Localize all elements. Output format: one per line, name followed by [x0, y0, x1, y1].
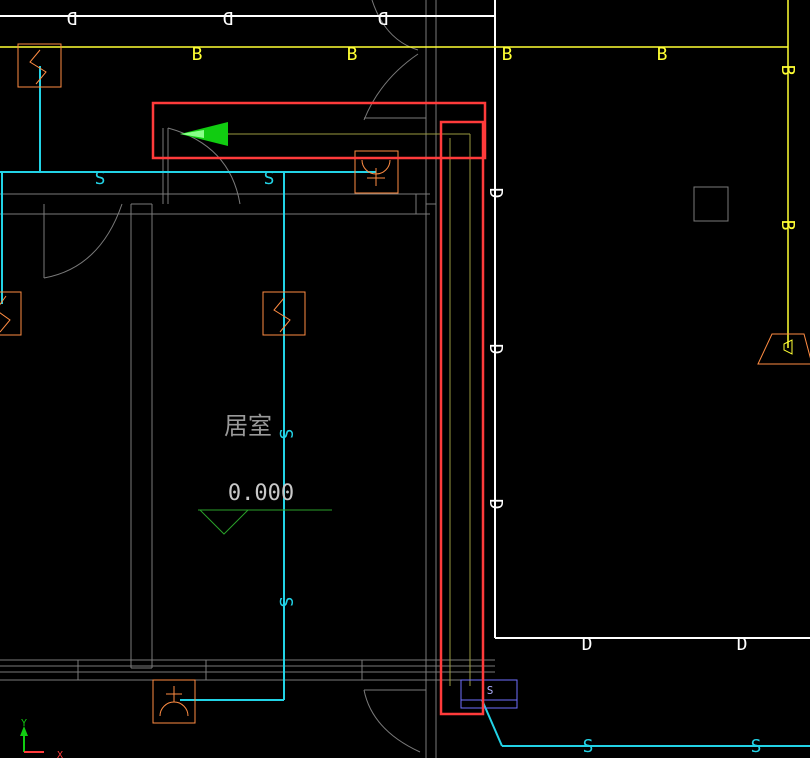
wall-lamp-icon[interactable]: [17, 43, 62, 88]
wall-lamp-icon[interactable]: [0, 291, 22, 336]
axis-x-label: X: [57, 750, 63, 758]
fixture-box: [693, 186, 729, 222]
wire-label-S: S: [583, 736, 594, 757]
bus-end-symbol: [783, 339, 793, 355]
wall-lamp-icon[interactable]: [262, 291, 306, 336]
highlight-horizontal[interactable]: [151, 101, 487, 160]
ucs-axis-icon: Y X: [20, 718, 63, 758]
door-swing-arc: [371, 0, 419, 51]
bus-label-B: B: [347, 44, 358, 65]
bus-label-B: B: [502, 44, 513, 65]
door-swing-arc: [363, 53, 419, 121]
green-arrow-icon[interactable]: [180, 122, 228, 146]
highlight-boxes: [151, 101, 487, 716]
highlight-vertical[interactable]: [439, 120, 485, 716]
wire-label-D: D: [67, 7, 78, 28]
axis-y-label: Y: [21, 718, 27, 729]
wall-lamp-icon[interactable]: [757, 333, 810, 365]
labels-B: B B B B B B: [192, 44, 798, 230]
wire-label-D: D: [737, 634, 748, 655]
wire-label-D: D: [378, 7, 389, 28]
switch-symbol-icon[interactable]: [152, 679, 196, 724]
bus-B: [0, 0, 789, 348]
labels-D: D D D D D D D D: [67, 7, 748, 655]
bus-label-B: B: [192, 44, 203, 65]
wire-label-D: D: [485, 499, 506, 510]
room-label: 居室: [224, 412, 272, 440]
wire-S-diagonal: [481, 699, 503, 747]
white-wires: [0, 0, 810, 639]
bus-label-B: B: [777, 65, 798, 76]
wire-label-S: S: [95, 168, 106, 189]
devices: [0, 43, 810, 724]
architecture-lines: [0, 0, 729, 758]
bus-label-B: B: [777, 220, 798, 231]
elevation-marker-icon: [198, 509, 332, 535]
wire-label-D: D: [223, 7, 234, 28]
wire-label-S: S: [751, 736, 762, 757]
door-swing-arc: [43, 203, 123, 279]
device-box: [460, 679, 518, 709]
purple-device[interactable]: S: [460, 679, 518, 709]
door-swing-arc: [167, 127, 241, 205]
device-tag: S: [487, 684, 494, 697]
wire-label-S: S: [275, 429, 296, 440]
wire-label-D: D: [582, 634, 593, 655]
wire-label-S: S: [275, 597, 296, 608]
bus-label-B: B: [657, 44, 668, 65]
door-swing-arc: [363, 689, 421, 753]
socket-symbol-icon[interactable]: [354, 150, 399, 194]
wire-label-S: S: [264, 168, 275, 189]
olive-wires: [186, 133, 471, 686]
wire-S: [0, 66, 810, 747]
elevation-value: 0.000: [228, 481, 294, 506]
wire-label-D: D: [485, 188, 506, 199]
wire-label-D: D: [485, 344, 506, 355]
labels-S: S S S S S S: [95, 168, 762, 757]
